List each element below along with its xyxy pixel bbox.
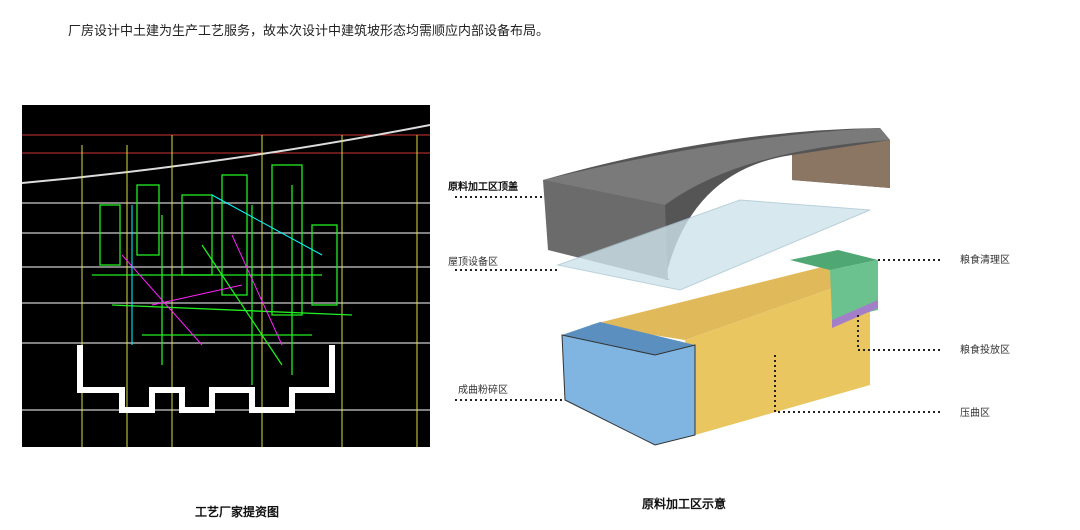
- label-koji-pressing: 压曲区: [960, 408, 990, 419]
- koji-crushing-block: [562, 322, 695, 355]
- label-grain-feeding: 粮食投放区: [960, 345, 1010, 356]
- label-grain-cleaning: 粮食清理区: [960, 255, 1010, 266]
- label-roof-equipment: 屋顶设备区: [448, 257, 498, 268]
- roof-equipment-slab: [556, 199, 871, 291]
- label-koji-crushing: 成曲粉碎区: [458, 385, 508, 396]
- intro-text: 厂房设计中土建为生产工艺服务，故本次设计中建筑坡形态均需顺应内部设备布局。: [68, 24, 550, 39]
- label-roof-cover: 原料加工区顶盖: [448, 182, 518, 193]
- process-cad-drawing: [21, 105, 431, 447]
- left-caption: 工艺厂家提资图: [195, 505, 280, 519]
- raw-material-area-diagram: 原料加工区顶盖 屋顶设备区 成曲粉碎区 粮食清理区 粮食投放区 压曲区: [440, 110, 1080, 450]
- right-caption: 原料加工区示意: [642, 497, 727, 511]
